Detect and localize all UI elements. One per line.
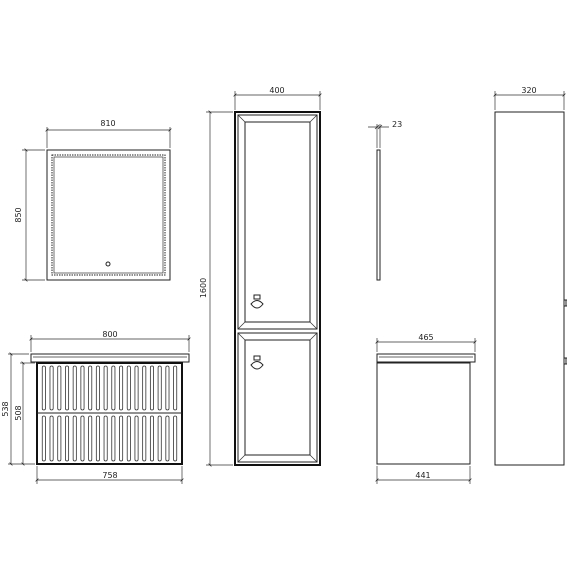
cabinet-lower-door: [237, 332, 318, 463]
vanity-side-body: [376, 362, 471, 465]
flute-groove: [134, 365, 139, 411]
touch-switch-icon: [105, 261, 111, 267]
flute-groove: [57, 365, 62, 411]
mirror-height-dimension: 850: [14, 148, 45, 282]
flute-groove: [72, 365, 77, 411]
cabinet-depth-dimension: 320: [493, 86, 566, 110]
flute-groove: [95, 365, 100, 411]
flute-groove: [49, 415, 54, 462]
flute-groove: [65, 415, 70, 462]
cabinet-height-dimension: 1600: [199, 110, 233, 467]
mirror-height-label: 850: [14, 207, 23, 222]
flute-groove: [88, 415, 93, 462]
flute-groove: [72, 415, 77, 462]
tall-cabinet-side-view: [494, 111, 567, 466]
flute-groove: [41, 415, 46, 462]
flute-groove: [88, 365, 93, 411]
upper-handle-side-icon: [564, 299, 567, 307]
tall-cabinet-front-view: [234, 111, 321, 466]
cabinet-height-label: 1600: [199, 278, 208, 298]
upper-door-panel: [244, 121, 311, 323]
vanity-side-body-depth-label: 441: [415, 471, 430, 480]
vanity-body-width-dimension: 758: [35, 466, 184, 484]
mirror-width-label: 810: [100, 119, 115, 128]
flute-groove: [173, 365, 178, 411]
flute-groove: [134, 415, 139, 462]
lower-door-panel: [244, 339, 311, 456]
mirror-depth-dimension: 23: [368, 120, 402, 148]
flute-groove: [142, 365, 147, 411]
mirror-side-view: [376, 149, 381, 281]
flute-groove: [57, 415, 62, 462]
flute-groove: [165, 365, 170, 411]
upper-door-handle-icon: [250, 294, 264, 309]
flute-groove: [126, 365, 131, 411]
flute-groove: [41, 365, 46, 411]
mirror-width-dimension: 810: [45, 119, 172, 148]
vanity-top-width-label: 800: [102, 330, 117, 339]
mirror-outer-frame: [46, 149, 171, 281]
flute-groove: [142, 415, 147, 462]
vanity-top-width-dimension: 800: [29, 330, 191, 352]
flute-groove: [165, 415, 170, 462]
vanity-side-view: [376, 353, 476, 465]
vanity-front-view: [30, 353, 190, 465]
vanity-body-height-label: 508: [14, 405, 23, 420]
flute-groove: [103, 415, 108, 462]
mirror-depth-label: 23: [392, 120, 402, 129]
flute-groove: [173, 415, 178, 462]
mirror-led-border: [51, 154, 166, 276]
flute-groove: [157, 415, 162, 462]
vanity-side-top-depth-label: 465: [418, 333, 433, 342]
vanity-side-countertop: [376, 353, 476, 363]
lower-door-handle-icon: [250, 355, 264, 370]
vanity-side-top-depth-dimension: 465: [375, 333, 477, 352]
cabinet-width-dimension: 400: [233, 86, 322, 110]
vanity-side-body-depth-dimension: 441: [375, 466, 472, 484]
lower-handle-side-icon: [564, 357, 567, 365]
vanity-body-width-label: 758: [102, 471, 117, 480]
cabinet-side-profile: [494, 111, 565, 466]
flute-groove: [126, 415, 131, 462]
vanity-total-height-label: 538: [1, 401, 10, 416]
flute-groove: [119, 365, 124, 411]
cabinet-outer-frame: [234, 111, 321, 466]
flute-groove: [95, 415, 100, 462]
flute-groove: [80, 365, 85, 411]
cabinet-width-label: 400: [269, 86, 284, 95]
vanity-body-height-dimension: 508: [14, 361, 35, 466]
flute-groove: [49, 365, 54, 411]
flute-groove: [111, 415, 116, 462]
flute-groove: [65, 365, 70, 411]
flute-groove: [149, 415, 154, 462]
vanity-countertop: [30, 353, 190, 363]
flute-groove: [149, 365, 154, 411]
cabinet-depth-label: 320: [521, 86, 536, 95]
flute-groove: [119, 415, 124, 462]
mirror-front-view: [46, 149, 171, 281]
mirror-side-profile: [376, 149, 381, 281]
flute-groove: [80, 415, 85, 462]
mirror-glass: [53, 156, 164, 274]
flute-groove: [111, 365, 116, 411]
fluted-panels: [41, 365, 178, 462]
flute-groove: [103, 365, 108, 411]
cabinet-upper-door: [237, 114, 318, 330]
flute-groove: [157, 365, 162, 411]
